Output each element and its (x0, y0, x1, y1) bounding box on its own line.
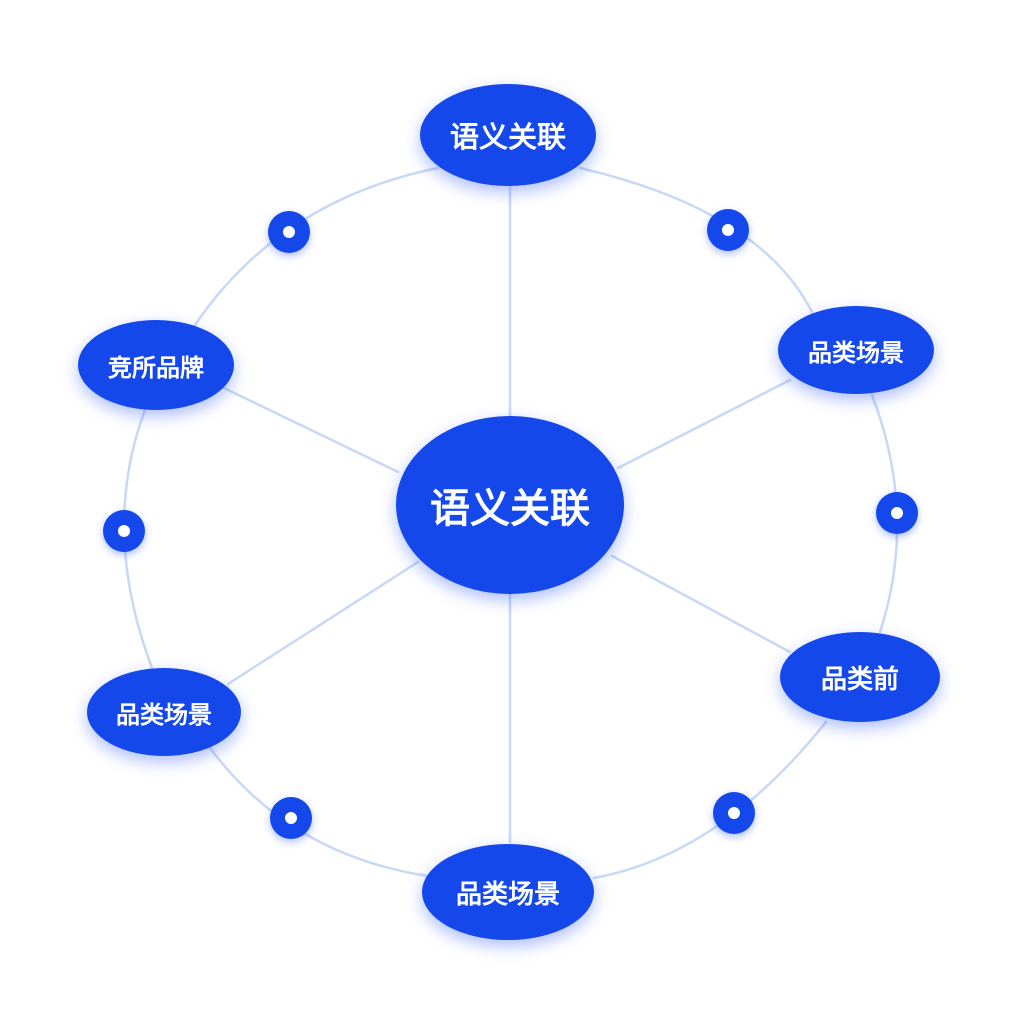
ring-dot-icon (713, 792, 755, 834)
arc-top-to-right-upper (578, 166, 814, 314)
node-top[interactable]: 语义关联 (420, 84, 596, 186)
ring-dot-icon (103, 510, 145, 552)
node-bottom[interactable]: 品类场景 (422, 844, 594, 940)
ring-dot-icon (707, 209, 749, 251)
arc-right-lower-to-bottom (592, 720, 828, 880)
spoke-left-upper (222, 386, 400, 474)
node-right-lower[interactable]: 品类前 (780, 632, 940, 722)
node-bottom-label: 品类场景 (455, 879, 560, 910)
node-left-upper-label: 竞所品牌 (108, 353, 204, 382)
spoke-links (222, 184, 792, 844)
node-right-lower-label: 品类前 (820, 664, 899, 695)
spoke-left-lower (226, 560, 420, 686)
ring-dot-icon (268, 211, 310, 253)
ring-dot-icon (876, 492, 918, 534)
node-left-lower-label: 品类场景 (116, 700, 212, 729)
ring-dot-icon (270, 797, 312, 839)
node-left-upper[interactable]: 竞所品牌 (78, 320, 234, 410)
center-node[interactable]: 语义关联 (396, 416, 624, 594)
arc-bottom-to-left-lower (208, 746, 430, 878)
center-node-label: 语义关联 (430, 486, 590, 532)
spoke-right-lower (610, 554, 792, 654)
arc-left-upper-to-top (193, 166, 440, 327)
node-top-label: 语义关联 (449, 120, 566, 154)
node-right-upper[interactable]: 品类场景 (778, 306, 934, 394)
node-left-lower[interactable]: 品类场景 (87, 668, 241, 756)
node-right-upper-label: 品类场景 (808, 338, 904, 367)
spoke-right-upper (616, 378, 792, 470)
